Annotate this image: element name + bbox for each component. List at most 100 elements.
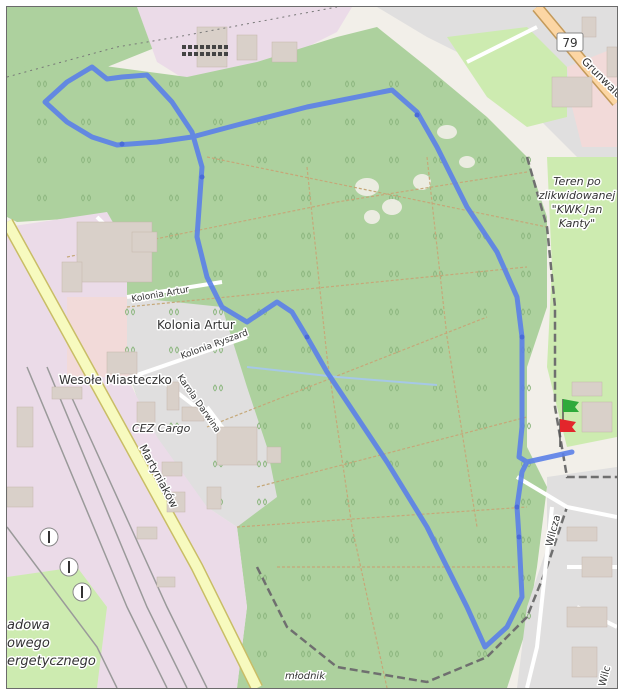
tree-symbol bbox=[389, 270, 399, 278]
tree-symbol bbox=[433, 498, 443, 506]
kolonia-artur-label: Kolonia Artur bbox=[157, 318, 235, 332]
tree-symbol bbox=[433, 422, 443, 430]
tree-symbol bbox=[345, 156, 355, 164]
tree-symbol bbox=[345, 574, 355, 582]
tree-symbol bbox=[257, 612, 267, 620]
tree-symbol bbox=[213, 384, 223, 392]
tree-symbol bbox=[213, 118, 223, 126]
grass-area-northeast bbox=[447, 27, 567, 127]
tree-symbol bbox=[433, 308, 443, 316]
tree-symbol bbox=[477, 346, 487, 354]
forest-tree-symbols bbox=[37, 80, 531, 658]
tree-symbol bbox=[301, 346, 311, 354]
svg-text:zlikwidowanej: zlikwidowanej bbox=[538, 189, 616, 202]
tree-symbol bbox=[345, 270, 355, 278]
tree-symbol bbox=[345, 346, 355, 354]
tree-symbol bbox=[257, 536, 267, 544]
tree-symbol bbox=[301, 536, 311, 544]
tree-symbol bbox=[257, 232, 267, 240]
tree-symbol bbox=[37, 80, 47, 88]
tree-symbol bbox=[433, 650, 443, 658]
tree-symbol bbox=[345, 232, 355, 240]
end-flag-icon[interactable] bbox=[559, 419, 576, 447]
gps-route bbox=[42, 64, 575, 650]
tree-symbol bbox=[433, 460, 443, 468]
forest-clearings bbox=[355, 125, 475, 224]
tree-symbol bbox=[301, 498, 311, 506]
tree-symbol bbox=[257, 498, 267, 506]
road-martyniakow-fill bbox=[7, 219, 262, 688]
tree-symbol bbox=[81, 80, 91, 88]
svg-text:adowa: adowa bbox=[7, 618, 50, 633]
tree-symbol bbox=[301, 460, 311, 468]
forest-area-northwest bbox=[7, 7, 187, 77]
power-line bbox=[7, 7, 338, 78]
road-79-shield: 79 bbox=[556, 32, 584, 52]
map-frame[interactable]: 79 Grunwaldzka Teren po zlikwidowanej "K… bbox=[6, 6, 618, 689]
tree-symbol bbox=[389, 80, 399, 88]
tree-symbol bbox=[81, 118, 91, 126]
tree-symbol bbox=[345, 308, 355, 316]
tree-symbol bbox=[433, 194, 443, 202]
tree-symbol bbox=[213, 270, 223, 278]
tree-symbol bbox=[169, 156, 179, 164]
svg-text:"KWK Jan: "KWK Jan bbox=[552, 203, 603, 216]
tree-symbol bbox=[345, 384, 355, 392]
tree-symbol bbox=[389, 422, 399, 430]
tree-symbol bbox=[169, 346, 179, 354]
tree-symbol bbox=[213, 80, 223, 88]
tree-symbol bbox=[477, 650, 487, 658]
tree-symbol bbox=[521, 270, 531, 278]
tree-symbol bbox=[389, 574, 399, 582]
tree-symbol bbox=[301, 232, 311, 240]
tree-symbol bbox=[257, 346, 267, 354]
tree-symbol bbox=[257, 156, 267, 164]
tree-symbol bbox=[213, 194, 223, 202]
tree-symbol bbox=[477, 308, 487, 316]
tree-symbol bbox=[521, 194, 531, 202]
railway-lines bbox=[7, 366, 208, 688]
tree-symbol bbox=[301, 650, 311, 658]
tree-symbol bbox=[213, 232, 223, 240]
map-canvas[interactable]: 79 Grunwaldzka Teren po zlikwidowanej "K… bbox=[7, 7, 617, 688]
svg-text:Kanty": Kanty" bbox=[559, 217, 595, 230]
quarry-hatch bbox=[182, 45, 228, 56]
tree-symbol bbox=[169, 270, 179, 278]
tree-symbol bbox=[389, 536, 399, 544]
svg-text:Teren po: Teren po bbox=[553, 175, 601, 188]
tree-symbol bbox=[301, 612, 311, 620]
tree-symbol bbox=[345, 536, 355, 544]
industrial-chimneys bbox=[39, 527, 92, 602]
tree-symbol bbox=[389, 650, 399, 658]
bottom-left-label: adowa owego ergetycznego bbox=[7, 617, 97, 671]
tree-symbol bbox=[389, 156, 399, 164]
tree-symbol bbox=[521, 536, 531, 544]
tree-symbol bbox=[169, 308, 179, 316]
tree-symbol bbox=[345, 80, 355, 88]
stream bbox=[246, 366, 438, 386]
tree-symbol bbox=[169, 194, 179, 202]
tree-symbol bbox=[389, 498, 399, 506]
tree-symbol bbox=[345, 612, 355, 620]
tree-symbol bbox=[477, 460, 487, 468]
tree-symbol bbox=[301, 574, 311, 582]
tree-symbol bbox=[169, 232, 179, 240]
tree-symbol bbox=[213, 156, 223, 164]
tree-symbol bbox=[477, 156, 487, 164]
teren-label: Teren po zlikwidowanej "KWK Jan Kanty" bbox=[536, 174, 617, 232]
road-grunwaldzka bbox=[533, 7, 617, 105]
tree-symbol bbox=[345, 460, 355, 468]
tree-symbol bbox=[389, 118, 399, 126]
forest-area-main bbox=[7, 27, 547, 688]
tree-symbol bbox=[433, 118, 443, 126]
tree-symbol bbox=[477, 498, 487, 506]
svg-text:ergetycznego: ergetycznego bbox=[7, 654, 96, 669]
tree-symbol bbox=[169, 80, 179, 88]
mlodnik-label: młodnik bbox=[285, 671, 326, 682]
tree-symbol bbox=[169, 118, 179, 126]
tree-symbol bbox=[81, 194, 91, 202]
tree-symbol bbox=[433, 612, 443, 620]
tree-symbol bbox=[389, 308, 399, 316]
residential-area-southeast bbox=[517, 467, 617, 688]
tree-symbol bbox=[345, 650, 355, 658]
